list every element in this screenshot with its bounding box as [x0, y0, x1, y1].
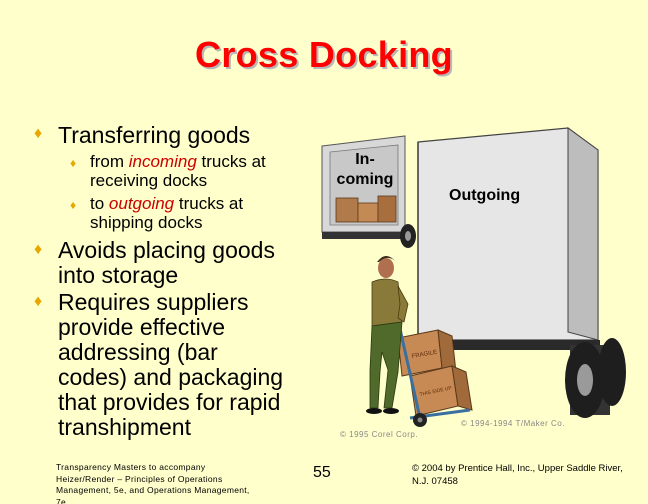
corel-copyright: © 1995 Corel Corp. — [340, 430, 419, 439]
bullet-line: addressing (bar — [58, 339, 218, 365]
sub-bullet-incoming: from incoming trucks at receiving docks — [90, 152, 266, 190]
bullet-requires-suppliers: Requires suppliers provide effective add… — [58, 290, 283, 440]
sub-bullet-outgoing-emph: outgoing — [108, 194, 175, 213]
bullet-diamond-icon: ♦ — [34, 125, 43, 142]
sub-bullet-outgoing-line2: shipping docks — [90, 213, 203, 232]
footer-copyright-line: N.J. 07458 — [412, 476, 458, 487]
page-number: 55 — [313, 464, 331, 481]
bullet-diamond-icon: ♦ — [34, 241, 43, 258]
sub-bullet-outgoing: to outgoing trucks at shipping docks — [90, 194, 243, 232]
bullet-line: provide effective — [58, 314, 226, 340]
sub-bullet-incoming-suffix: trucks at — [196, 152, 266, 171]
sub-bullet-outgoing-suffix: trucks at — [174, 194, 244, 213]
slide-title: Cross Docking — [195, 34, 453, 75]
footer-copyright-line: © 2004 by Prentice Hall, Inc., Upper Sad… — [412, 463, 623, 474]
sub-bullet-incoming-prefix: from — [90, 152, 129, 171]
sub-bullet-diamond-icon: ♦ — [70, 198, 77, 212]
footer-source-line: Transparency Masters to accompany — [56, 462, 206, 472]
sub-bullet-incoming-emph: incoming — [128, 152, 197, 171]
footer-source-line: Management, 5e, and Operations Managemen… — [56, 485, 250, 495]
footer-source-line: Heizer/Render – Principles of Operations — [56, 473, 223, 484]
bullet-line: into storage — [58, 262, 179, 288]
footer-source: Transparency Masters to accompany Heizer… — [56, 462, 250, 504]
bullet-transferring-goods: Transferring goods — [58, 122, 251, 148]
incoming-truck — [321, 135, 416, 248]
bullet-avoids-storage: Avoids placing goods into storage — [58, 238, 275, 288]
outgoing-truck — [417, 127, 626, 418]
box-label-fragile: FRAGILE — [411, 350, 437, 360]
bullet-line: codes) and packaging — [58, 364, 284, 390]
bullet-line: Requires suppliers — [58, 289, 249, 315]
bullet-line: transhipment — [58, 414, 191, 440]
tmaker-copyright: © 1994-1994 T/Maker Co. — [461, 419, 565, 428]
worker-figure — [366, 256, 409, 414]
bullet-diamond-icon: ♦ — [34, 293, 43, 310]
incoming-label-line1: In- — [355, 151, 375, 168]
sub-bullet-diamond-icon: ♦ — [70, 156, 77, 170]
incoming-label-line2: coming — [336, 171, 394, 188]
incoming-label: In- coming — [330, 150, 400, 190]
footer-source-line: 7e — [56, 496, 67, 504]
outgoing-label: Outgoing — [449, 187, 521, 204]
bullet-line: Avoids placing goods — [58, 237, 275, 263]
sub-bullet-incoming-line2: receiving docks — [90, 171, 208, 190]
bullet-line: that provides for rapid — [58, 389, 281, 415]
sub-bullet-outgoing-prefix: to — [90, 194, 109, 213]
footer-copyright: © 2004 by Prentice Hall, Inc., Upper Sad… — [412, 462, 623, 488]
